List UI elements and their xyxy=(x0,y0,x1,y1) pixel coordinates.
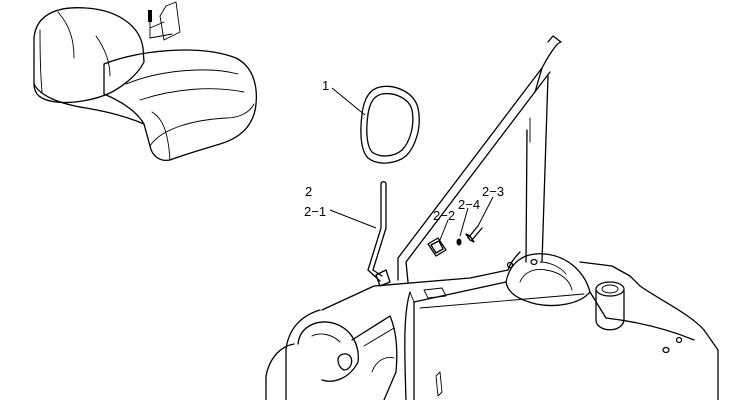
item-2-4-nut xyxy=(456,207,469,246)
callout-2: 2 xyxy=(305,184,312,199)
operator-seat xyxy=(33,1,258,162)
callout-2-2: 2−2 xyxy=(433,208,455,223)
item-2-1-lever-rod xyxy=(329,181,391,287)
item-1-seal-ring xyxy=(331,85,420,164)
item-2-3-bolt xyxy=(465,196,494,243)
machine-frame xyxy=(265,35,719,400)
callout-2-3: 2−3 xyxy=(482,184,504,199)
callout-2-1: 2−1 xyxy=(304,204,326,219)
item-2-2-clip xyxy=(427,219,449,257)
callout-1: 1 xyxy=(322,78,329,93)
callout-2-4: 2−4 xyxy=(458,197,480,212)
